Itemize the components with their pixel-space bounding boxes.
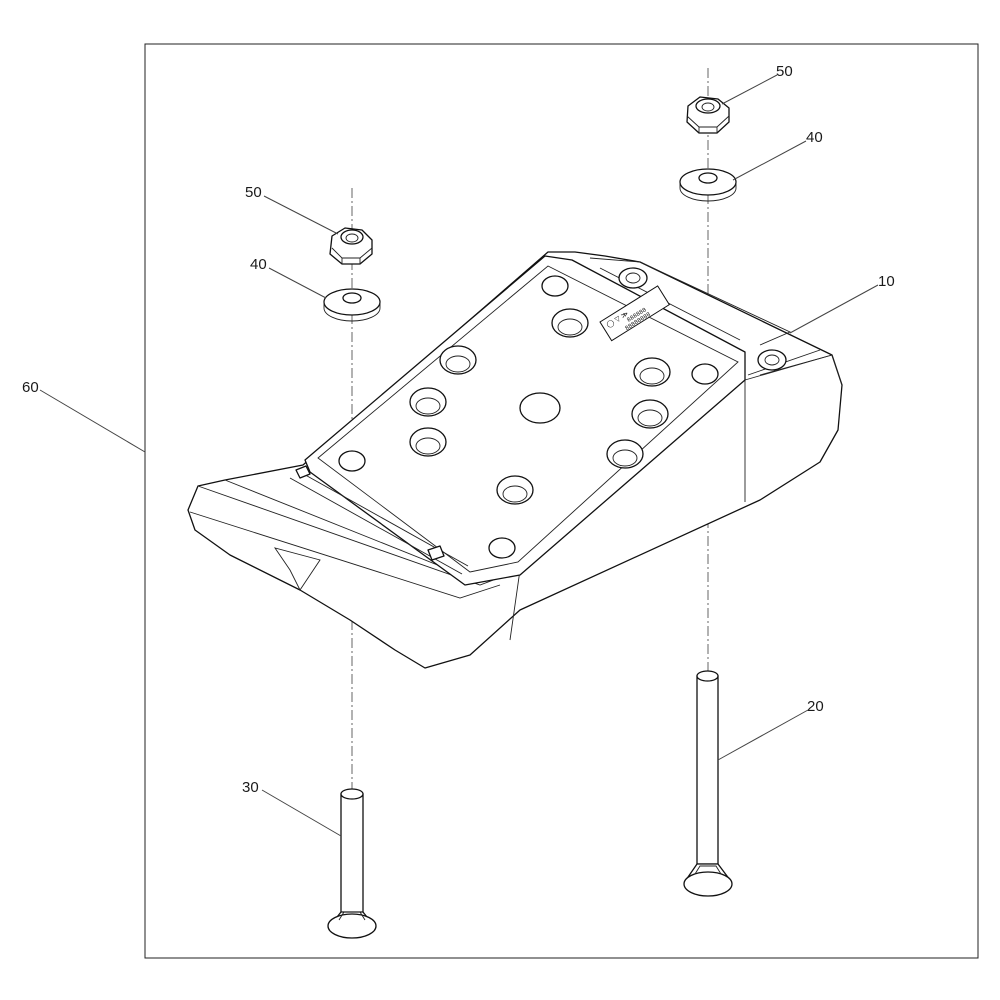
plate-top-pocket — [304, 255, 746, 586]
center-hole — [519, 392, 561, 424]
skid-plate: ◯ ▽ ≫ 888888 88888888 — [187, 251, 843, 669]
bolt-short — [327, 788, 377, 939]
callout-washer-right: 40 — [806, 129, 823, 146]
assembly-frame — [144, 43, 979, 959]
callout-nut-right: 50 — [776, 63, 793, 80]
mount-boss-rear — [618, 267, 648, 289]
plate-holes — [338, 275, 719, 559]
callout-bolt-long: 20 — [807, 698, 824, 715]
nut-right — [686, 96, 730, 134]
callout-washer-left: 40 — [250, 256, 267, 273]
callout-plate: 10 — [878, 273, 895, 290]
callout-nut-left: 50 — [245, 184, 262, 201]
lip-tab-left — [295, 465, 311, 479]
nut-left — [329, 227, 373, 265]
lip-tab-right — [427, 545, 445, 561]
callout-assembly: 60 — [22, 379, 39, 396]
washer-right — [679, 168, 737, 202]
callout-bolt-short: 30 — [242, 779, 259, 796]
bolt-long — [683, 670, 733, 897]
washer-left — [323, 288, 381, 322]
mount-boss-front — [757, 349, 787, 371]
